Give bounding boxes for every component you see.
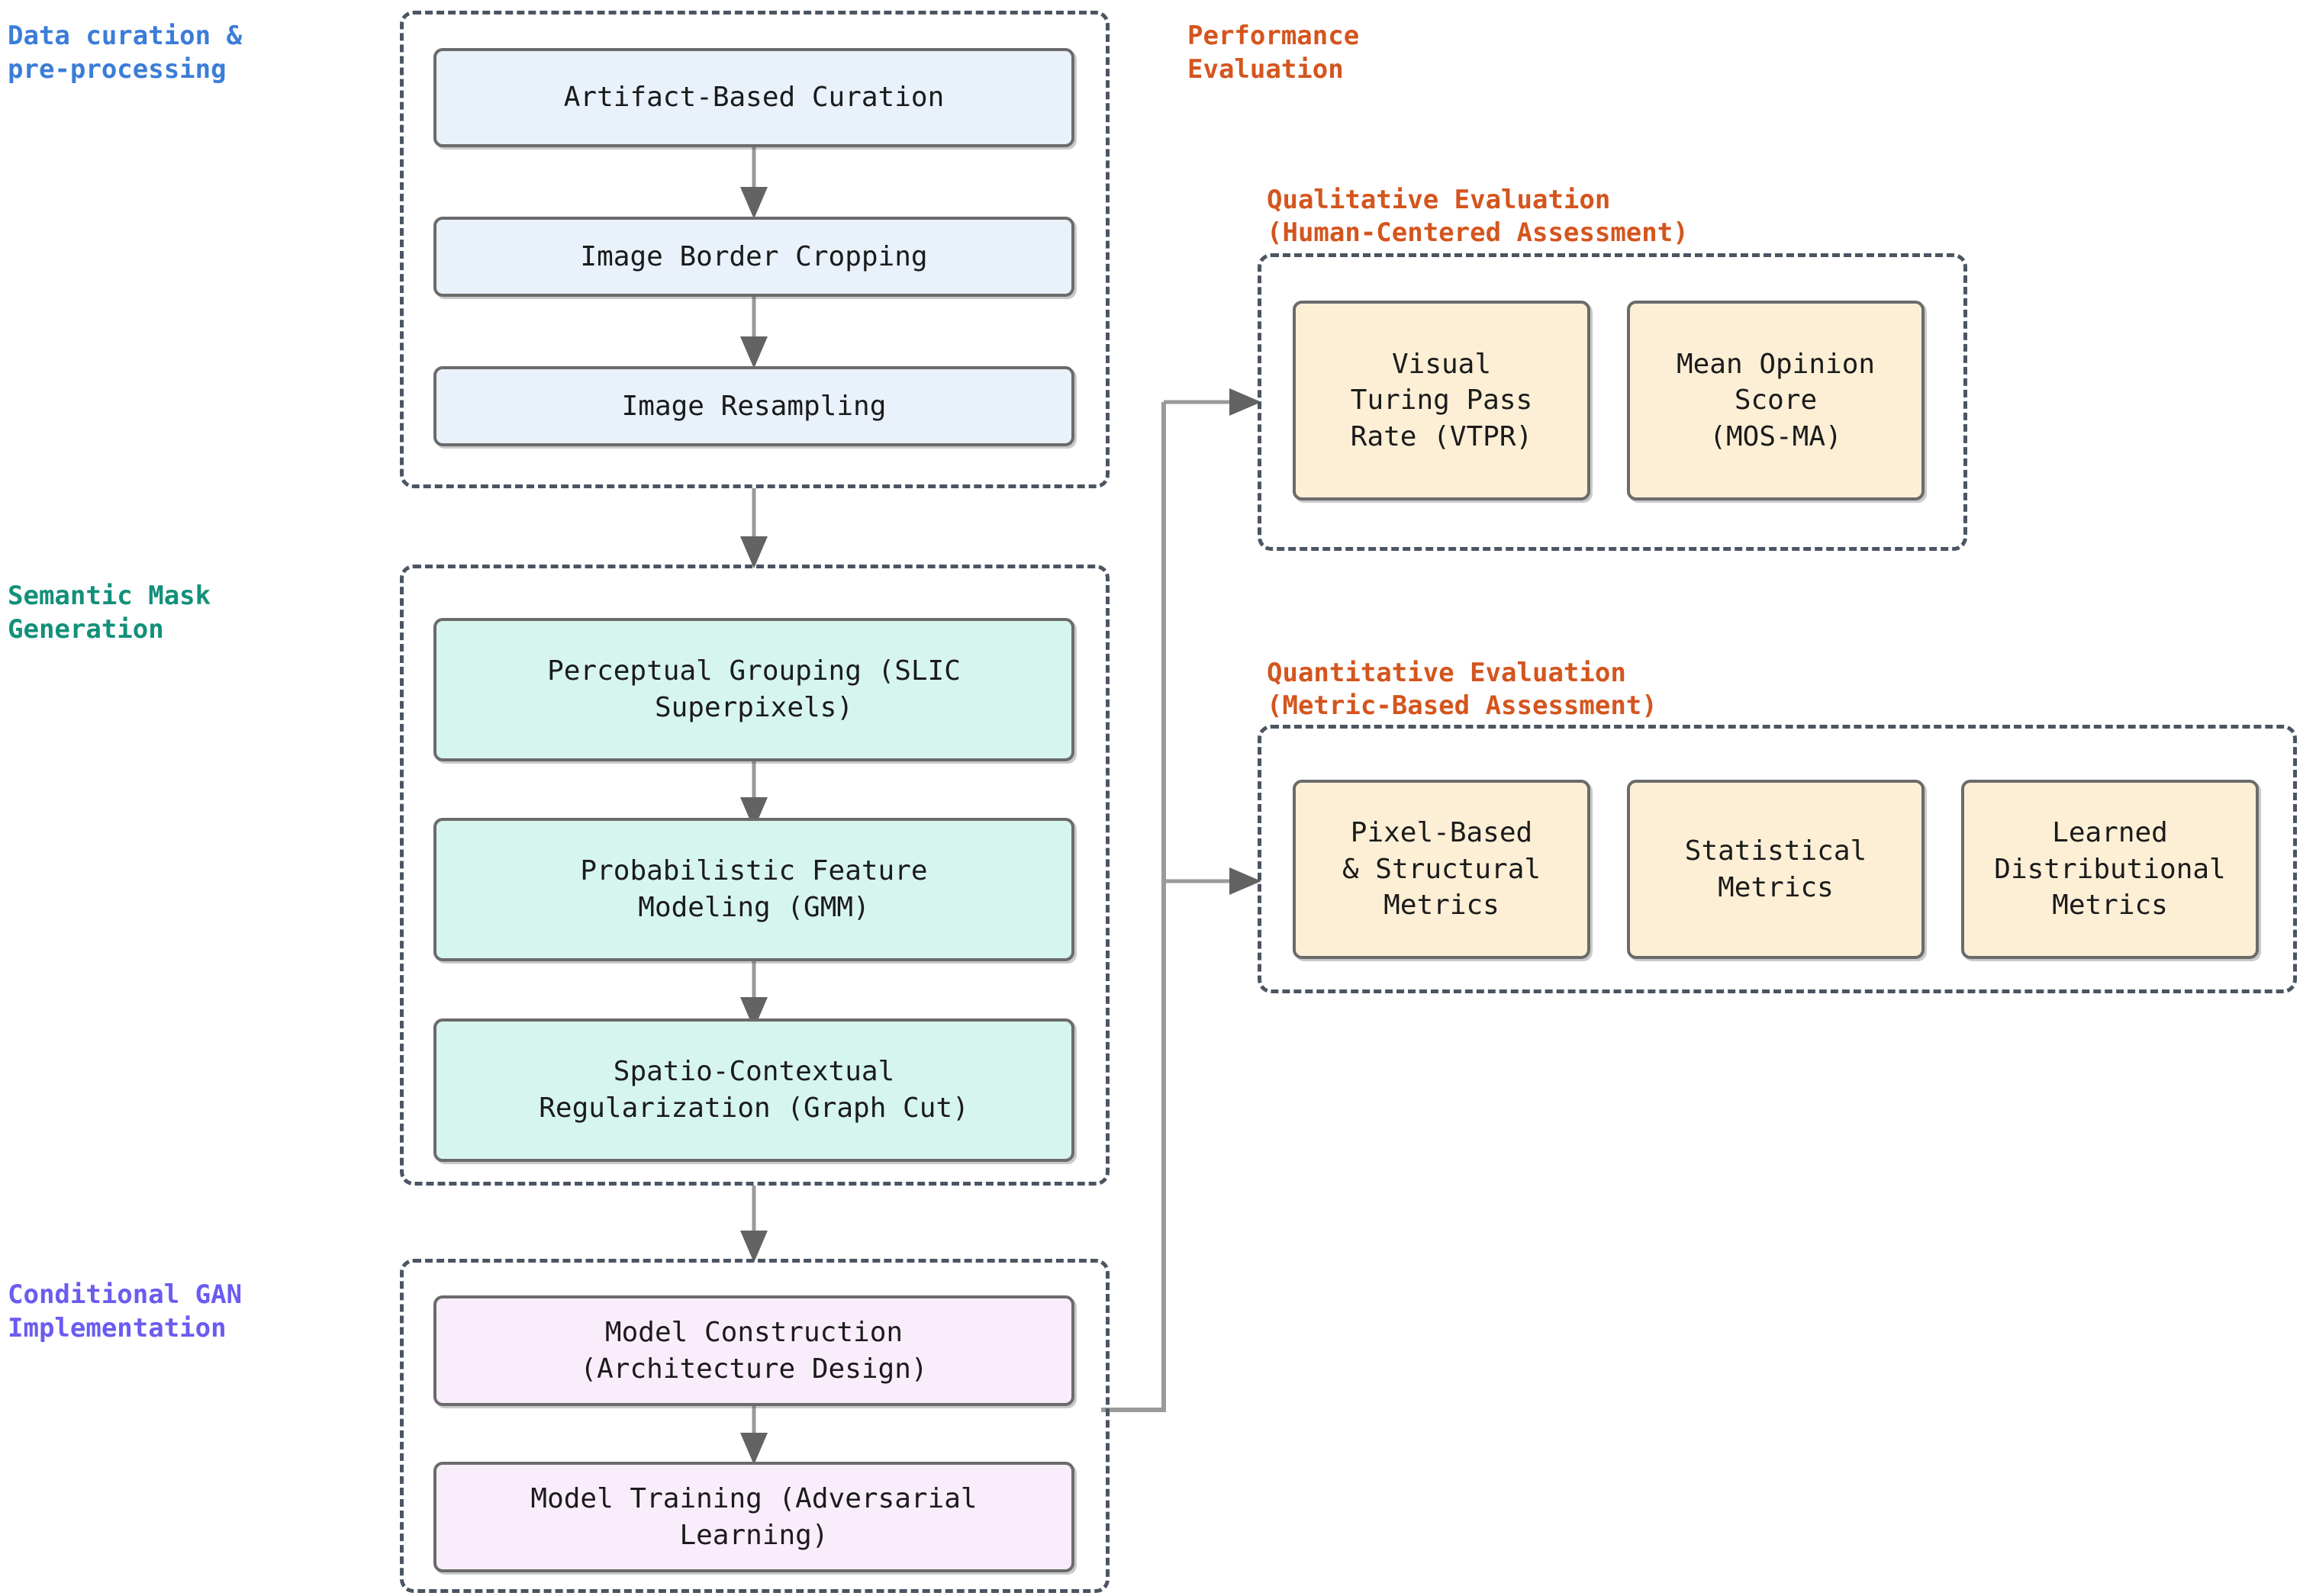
cluster-data-curation	[400, 11, 1110, 488]
node-image-resampling[interactable]: Image Resampling	[433, 366, 1074, 446]
cluster-quantitative-evaluation	[1258, 725, 2297, 993]
phase-label-data-curation: Data curation & pre-processing	[8, 21, 243, 85]
cluster-semantic-mask-generation	[400, 565, 1110, 1186]
node-model-training[interactable]: Model Training (Adversarial Learning)	[433, 1462, 1074, 1572]
node-mean-opinion-score[interactable]: Mean Opinion Score (MOS-MA)	[1627, 301, 1925, 500]
node-pixel-based-structural-metrics[interactable]: Pixel-Based & Structural Metrics	[1293, 780, 1590, 959]
phase-label-semantic-mask: Semantic Mask Generation	[8, 581, 211, 645]
node-perceptual-grouping-slic[interactable]: Perceptual Grouping (SLIC Superpixels)	[433, 618, 1074, 761]
qualitative-heading-sub: (Human-Centered Assessment)	[1267, 217, 1689, 249]
cluster-conditional-gan	[400, 1259, 1110, 1593]
quantitative-heading-sub: (Metric-Based Assessment)	[1267, 690, 1657, 722]
node-statistical-metrics[interactable]: Statistical Metrics	[1627, 780, 1925, 959]
node-probabilistic-feature-modeling-gmm[interactable]: Probabilistic Feature Modeling (GMM)	[433, 818, 1074, 961]
node-learned-distributional-metrics[interactable]: Learned Distributional Metrics	[1961, 780, 2259, 959]
heading-performance-evaluation: Performance Evaluation	[1187, 21, 1360, 85]
heading-quantitative-evaluation: Quantitative Evaluation (Metric-Based As…	[1267, 623, 1657, 756]
cluster-qualitative-evaluation	[1258, 253, 1967, 551]
connector-gan-to-evaluation-trunk	[1101, 402, 1166, 1412]
phase-label-conditional-gan: Conditional GAN Implementation	[8, 1279, 243, 1343]
heading-qualitative-evaluation: Qualitative Evaluation (Human-Centered A…	[1267, 150, 1689, 283]
node-image-border-cropping[interactable]: Image Border Cropping	[433, 217, 1074, 297]
node-model-construction[interactable]: Model Construction (Architecture Design)	[433, 1295, 1074, 1406]
node-spatio-contextual-regularization[interactable]: Spatio-Contextual Regularization (Graph …	[433, 1018, 1074, 1162]
qualitative-heading-main: Qualitative Evaluation	[1267, 184, 1611, 215]
node-visual-turing-pass-rate[interactable]: Visual Turing Pass Rate (VTPR)	[1293, 301, 1590, 500]
node-artifact-based-curation[interactable]: Artifact-Based Curation	[433, 48, 1074, 147]
quantitative-heading-main: Quantitative Evaluation	[1267, 657, 1626, 688]
